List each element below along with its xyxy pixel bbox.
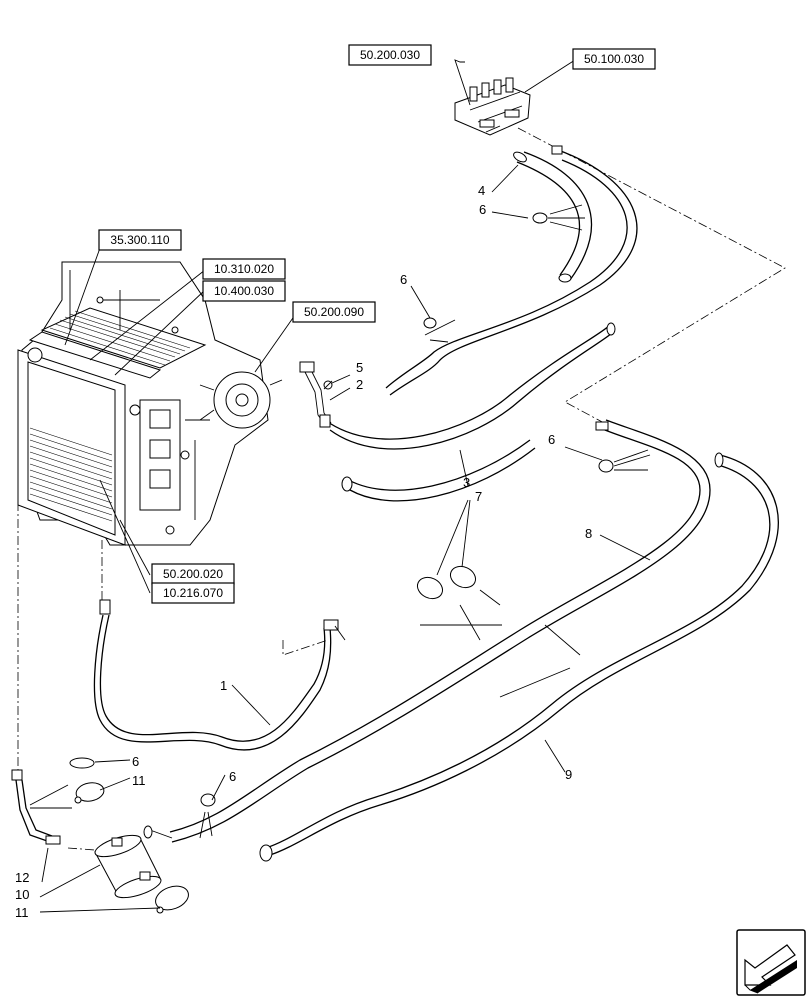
receiver-drier-10: [94, 834, 162, 899]
hose-1: [93, 599, 346, 751]
hose-8: [143, 419, 711, 843]
hose-4: [513, 151, 593, 283]
ref-box-50-200-020[interactable]: 50.200.020: [151, 563, 235, 585]
svg-text:50.200.030: 50.200.030: [360, 48, 420, 62]
ref-box-50-200-090[interactable]: 50.200.090: [292, 301, 376, 323]
svg-text:10.310.020: 10.310.020: [214, 262, 274, 276]
callout-5: 5: [356, 360, 363, 375]
callout-2: 2: [356, 377, 363, 392]
svg-text:50.200.020: 50.200.020: [163, 567, 223, 581]
callout-11: 11: [15, 905, 29, 920]
svg-text:10.400.030: 10.400.030: [214, 284, 274, 298]
fitting-2: [299, 361, 332, 428]
clip-6-top: [532, 204, 585, 231]
clip-7: [416, 565, 502, 641]
ref-box-10-310-020[interactable]: 10.310.020: [202, 258, 286, 280]
hose-top-long: [385, 145, 638, 396]
callout-6: 6: [479, 202, 486, 217]
callout-10: 10: [15, 887, 29, 902]
callout-6: 6: [548, 432, 555, 447]
clamp-11-lower: [155, 885, 189, 914]
ref-box-50-100-030[interactable]: 50.100.030: [572, 48, 656, 70]
ref-box-50-200-030[interactable]: 50.200.030: [348, 44, 432, 66]
section-break-lines-left: [29, 784, 72, 809]
clamp-5: [323, 380, 333, 390]
valve-block-assembly: [454, 77, 531, 136]
clamp-11-upper: [74, 782, 105, 804]
clip-6-lower: [199, 793, 216, 839]
clip-6-right: [598, 449, 651, 473]
callout-6: 6: [132, 754, 139, 769]
assembly-center-lines: [17, 127, 786, 851]
svg-text:50.100.030: 50.100.030: [584, 52, 644, 66]
section-break-lines: [499, 624, 581, 698]
callout-12: 12: [15, 870, 29, 885]
clip-6-left: [69, 757, 95, 769]
hose-3: [324, 322, 616, 502]
callout-6: 6: [400, 272, 407, 287]
cooler-assembly: [17, 261, 283, 546]
clip-6-mid: [423, 317, 456, 343]
callout-6: 6: [229, 769, 236, 784]
callout-8: 8: [585, 526, 592, 541]
navigation-arrow-icon[interactable]: [736, 929, 806, 996]
svg-text:10.216.070: 10.216.070: [163, 586, 223, 600]
callout-11: 11: [132, 773, 146, 788]
callout-numbers: 4 6 6 5 2 6 3 7 8 1 6 11 6 9 12 10 11: [15, 183, 592, 920]
leader-lines: [39, 59, 651, 913]
callout-4: 4: [478, 183, 485, 198]
ref-box-35-300-110[interactable]: 35.300.110: [98, 229, 182, 251]
hose-12: [11, 769, 61, 845]
ref-box-10-216-070[interactable]: 10.216.070: [151, 582, 235, 604]
ref-box-10-400-030[interactable]: 10.400.030: [202, 280, 286, 302]
callout-1: 1: [220, 678, 227, 693]
callout-7: 7: [475, 489, 482, 504]
svg-text:35.300.110: 35.300.110: [110, 233, 169, 247]
callout-3: 3: [463, 475, 470, 490]
hose-9: [259, 452, 779, 862]
svg-text:50.200.090: 50.200.090: [304, 305, 364, 319]
callout-9: 9: [565, 767, 572, 782]
